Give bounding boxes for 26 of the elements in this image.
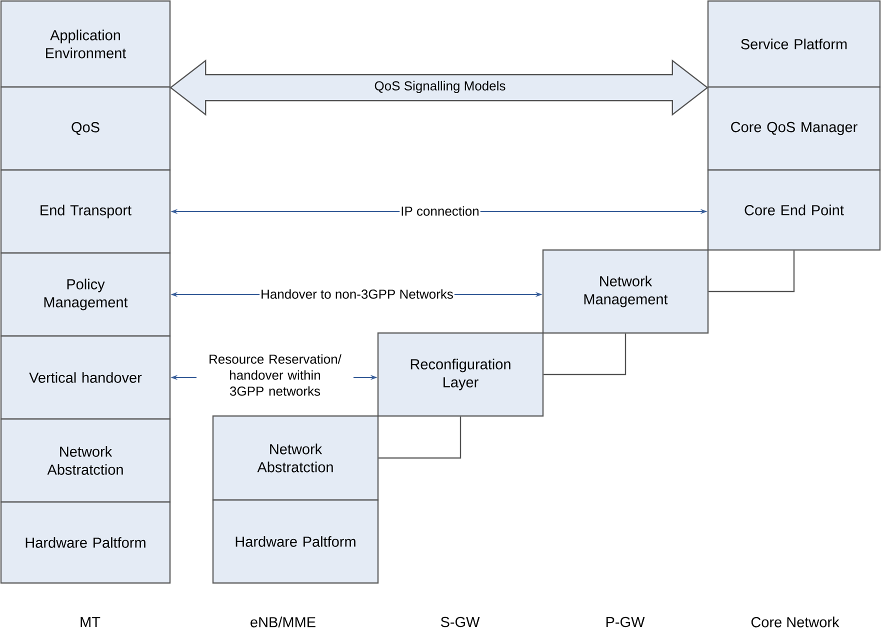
layer-box: QoS: [0, 86, 171, 171]
edge-label: IP connection: [400, 205, 480, 217]
layer-box: Vertical handover: [0, 335, 171, 420]
layer-box: Core QoS Manager: [707, 86, 881, 171]
edge-label: QoS Signalling Models: [373, 80, 507, 94]
layer-box: Hardware Paltform: [0, 501, 171, 584]
layer-box: Network Management: [542, 249, 709, 334]
layer-box: Service Platform: [707, 0, 881, 88]
layer-box: Hardware Paltform: [212, 499, 379, 584]
column-label: eNB/MME: [250, 616, 316, 628]
layer-box: Policy Management: [0, 252, 171, 337]
column-label: Core Network: [751, 616, 840, 628]
column-label: P-GW: [606, 616, 645, 628]
layer-box: End Transport: [0, 169, 171, 254]
connector-line: [544, 334, 626, 376]
layer-box: Core End Point: [707, 169, 881, 251]
layer-box: Application Environment: [0, 0, 171, 88]
connector-line: [708, 250, 795, 292]
connector-line: [378, 416, 462, 459]
edge-label: Resource Reservation/ handover within 3GPP networks: [196, 353, 354, 397]
edge-label: Handover to non-3GPP Networks: [260, 288, 454, 300]
layer-box: Network Abstratction: [212, 415, 379, 501]
column-label: MT: [80, 617, 100, 627]
layer-box: Network Abstratction: [0, 418, 171, 503]
layer-box: Reconfiguration Layer: [377, 332, 544, 417]
column-label: S-GW: [440, 616, 480, 628]
